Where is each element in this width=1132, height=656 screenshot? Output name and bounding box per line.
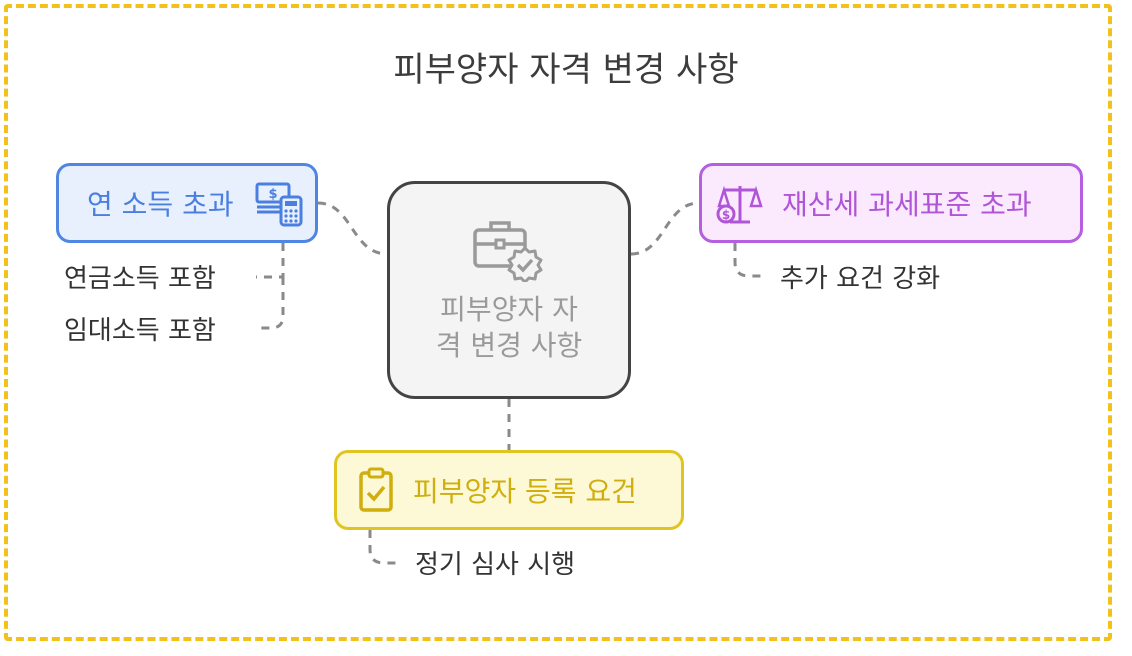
- node-income-label: 연 소득 초과: [87, 188, 234, 221]
- center-label-line1: 피부양자 자: [440, 293, 578, 326]
- node-property-tax-excess: $ 재산세 과세표준 초과: [699, 163, 1083, 243]
- center-label-line2: 격 변경 사항: [435, 329, 583, 362]
- connector-income: [317, 201, 388, 256]
- node-dependent-registration: 피부양자 등록 요건: [334, 450, 684, 530]
- diagram-title: 피부양자 자격 변경 사항: [393, 50, 739, 90]
- node-income-excess: 연 소득 초과 $: [56, 163, 318, 243]
- node-center-dependent-change: 피부양자 자 격 변경 사항: [387, 181, 631, 399]
- connector-income-detail-2: [256, 277, 285, 330]
- svg-text:$: $: [268, 187, 277, 202]
- income-detail-pension: 연금소득 포함: [64, 264, 216, 294]
- briefcase-check-icon: [471, 216, 547, 286]
- connector-registration-detail-1: [368, 530, 400, 565]
- registration-detail-review: 정기 심사 시행: [415, 550, 576, 580]
- svg-text:$: $: [722, 208, 730, 222]
- income-detail-rental: 임대소득 포함: [64, 316, 216, 346]
- clipboard-check-icon: [357, 467, 395, 517]
- node-registration-label: 피부양자 등록 요건: [413, 475, 637, 508]
- node-property-label: 재산세 과세표준 초과: [782, 188, 1032, 221]
- connector-property: [630, 201, 700, 256]
- property-detail-stricter: 추가 요건 강화: [780, 264, 941, 294]
- scale-moneybag-icon: $: [716, 180, 764, 232]
- money-calculator-icon: $: [255, 181, 305, 231]
- connector-income-detail-1: [256, 243, 285, 279]
- diagram-frame: [4, 4, 1112, 641]
- connector-property-detail-1: [733, 243, 766, 278]
